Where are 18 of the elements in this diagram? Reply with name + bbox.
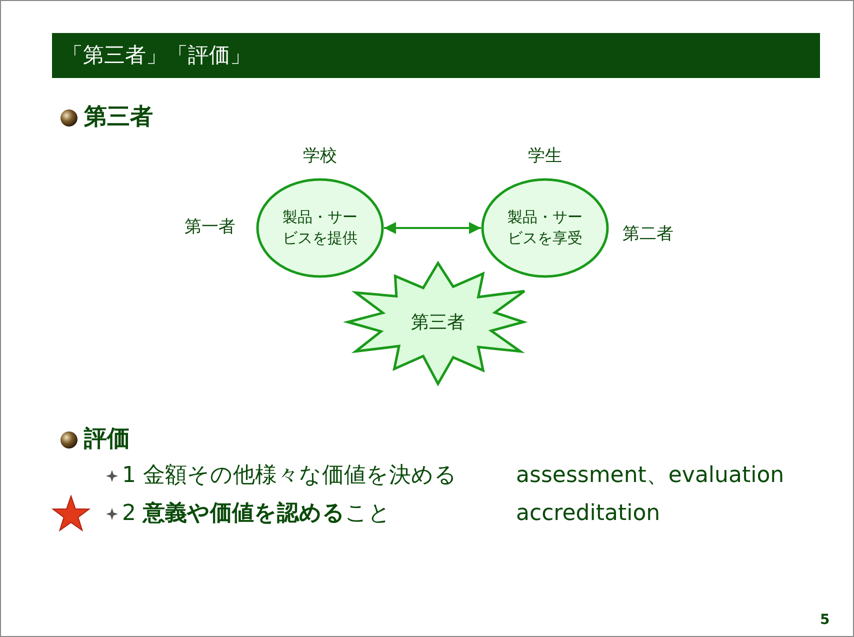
section-heading: 第三者 bbox=[84, 103, 153, 132]
ellipse-node bbox=[481, 178, 609, 278]
node-text: 第三者 bbox=[411, 312, 465, 332]
title-bar: 「第三者」「評価」 bbox=[52, 33, 820, 78]
list-item-text: 1 金額その他様々な価値を決める bbox=[122, 462, 457, 490]
node-label: 学校 bbox=[303, 144, 337, 166]
page-number: 5 bbox=[820, 611, 830, 630]
node-text: 製品・サービスを享受 bbox=[506, 207, 584, 249]
list-item-text: 2 意義や価値を認めること bbox=[122, 500, 391, 528]
node-label: 第二者 bbox=[622, 222, 674, 244]
list-item-text: accreditation bbox=[516, 500, 660, 528]
section-heading: 評価 bbox=[84, 425, 130, 454]
list-item-text: assessment、evaluation bbox=[516, 462, 784, 490]
node-label: 学生 bbox=[528, 144, 562, 166]
node-text: 製品・サービスを提供 bbox=[282, 207, 358, 249]
node-label: 第一者 bbox=[184, 216, 236, 238]
arrow bbox=[384, 222, 481, 234]
ellipse-node bbox=[256, 178, 384, 278]
